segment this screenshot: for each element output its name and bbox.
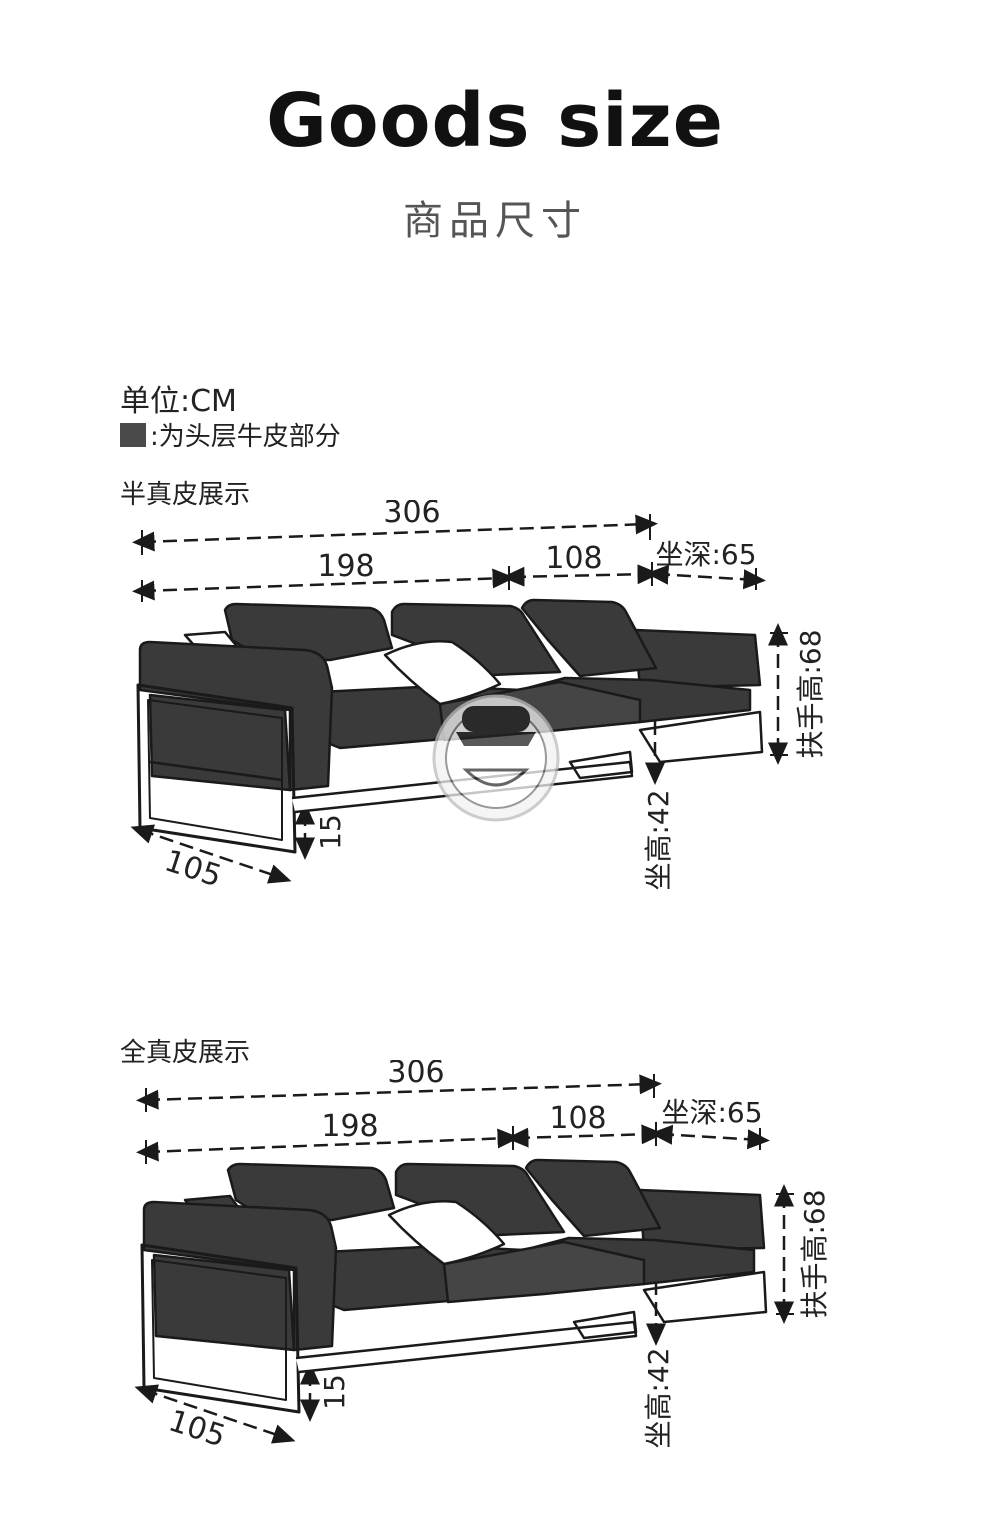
dim-line-depth [646, 564, 766, 590]
dim-line-side [130, 824, 292, 884]
dim-seat-height: 坐高:42 [642, 789, 675, 890]
dim-arm-height: 扶手高:68 [794, 629, 827, 758]
dim-side: 105 [160, 843, 225, 894]
dim-line-left [132, 568, 515, 601]
dim-right: 108 [545, 541, 602, 576]
sofa-diagram-half-leather: 306 198 108 坐深:65 扶手高:68 坐高:42 15 105 [130, 500, 827, 894]
dim-seat-height: 坐高:42 [642, 1347, 675, 1448]
legend: :为头层牛皮部分 [120, 416, 341, 453]
legend-text: :为头层牛皮部分 [150, 422, 341, 452]
dim-left: 198 [317, 549, 374, 584]
dim-left: 198 [321, 1109, 378, 1144]
page-subtitle: 商品尺寸 [403, 198, 587, 244]
sofa-illustration [140, 1158, 768, 1414]
sofa-diagram-full-leather: 306 198 108 坐深:65 扶手高:68 坐高:42 15 105 [134, 1060, 831, 1454]
section-label-full-leather: 全真皮展示 [120, 1038, 251, 1068]
watermark-logo [432, 694, 560, 822]
leather-swatch [120, 422, 146, 447]
dim-depth: 坐深:65 [655, 538, 756, 571]
dim-total: 306 [383, 500, 440, 530]
section-label-half-leather: 半真皮展示 [120, 480, 251, 510]
dim-line-right [502, 564, 660, 587]
dim-arm-height: 扶手高:68 [798, 1189, 831, 1318]
page-title: Goods size [266, 78, 724, 164]
dim-leg: 15 [314, 814, 347, 850]
dim-side: 105 [164, 1403, 229, 1454]
dim-leg: 15 [318, 1374, 351, 1410]
dim-right: 108 [549, 1101, 606, 1136]
dim-line-total [132, 514, 658, 552]
dim-depth: 坐深:65 [661, 1096, 762, 1129]
dim-total: 306 [387, 1060, 444, 1090]
unit-label: 单位:CM [120, 384, 237, 419]
